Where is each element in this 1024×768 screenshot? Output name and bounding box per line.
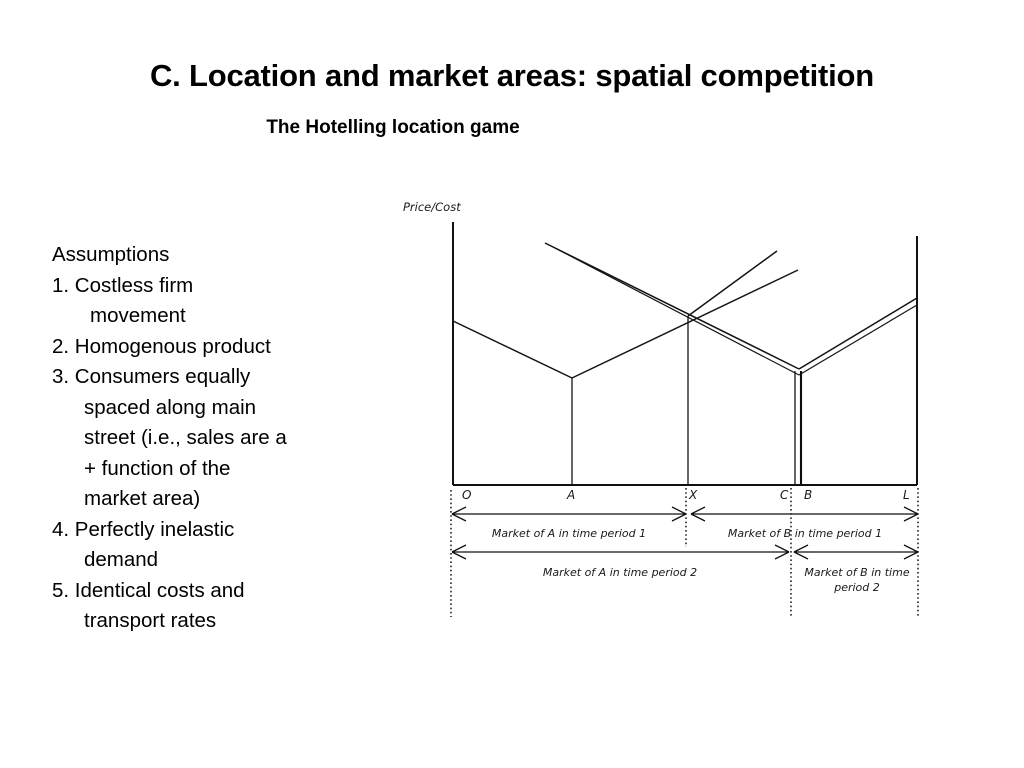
bracket-label-market-b-period-2-line1: Market of B in time — [804, 566, 909, 579]
bracket-label-market-b-period-2-line2: period 2 — [833, 581, 880, 594]
axis-point-label-c: C — [780, 488, 789, 502]
cost-line-a-right-branch — [571, 269, 799, 379]
bracket-market-a-period-2: Market of A in time period 2 — [451, 544, 790, 579]
assumption-item-3-cont-3: + function of the — [84, 456, 231, 480]
hotelling-diagram: Price/Cost O A X — [390, 185, 950, 635]
cost-line-b-right-branch-inner — [798, 304, 918, 376]
cost-line-b-right-branch-outer — [798, 297, 918, 370]
assumption-item-5-cont: transport rates — [84, 609, 217, 632]
assumption-item-3: 3. Consumers equally — [52, 365, 251, 388]
assumptions-list: Assumptions 1. Costless firm movement 2.… — [52, 240, 382, 637]
axis-point-label-o: O — [462, 488, 471, 502]
bracket-label-market-a-period-1: Market of A in time period 1 — [492, 527, 646, 540]
axis-point-label-x: X — [688, 488, 698, 502]
assumption-item-1: 1. Costless firm — [52, 273, 194, 297]
assumption-item-3-cont-1: spaced along main — [84, 395, 257, 419]
assumption-item-3-cont-2: street (i.e., sales are a — [84, 426, 287, 449]
cost-line-b-left-branch-inner — [554, 247, 800, 376]
bracket-label-market-b-period-1: Market of B in time period 1 — [728, 527, 882, 540]
assumption-item-4: 4. Perfectly inelastic — [52, 517, 235, 541]
axis-point-label-b: B — [804, 488, 812, 502]
bracket-market-a-period-1: Market of A in time period 1 — [451, 506, 687, 540]
bracket-market-b-period-1: Market of B in time period 1 — [690, 506, 919, 540]
cost-line-rising-branch — [687, 250, 778, 317]
assumption-item-3-cont-4: market area) — [84, 487, 201, 510]
assumption-item-4-cont: demand — [84, 548, 159, 571]
bracket-market-b-period-2: Market of B in time period 2 — [793, 544, 919, 594]
cost-line-a-left-branch — [452, 320, 573, 379]
y-axis-label: Price/Cost — [403, 200, 461, 214]
assumptions-heading: Assumptions — [52, 243, 170, 266]
page-title: C. Location and market areas: spatial co… — [149, 57, 875, 93]
bracket-label-market-a-period-2: Market of A in time period 2 — [543, 566, 697, 579]
cost-line-b-left-branch-outer — [544, 242, 800, 370]
axis-point-label-l: L — [903, 488, 910, 502]
assumption-item-5: 5. Identical costs and — [52, 578, 245, 602]
assumption-item-2: 2. Homogenous product — [52, 334, 271, 358]
assumption-item-1-cont: movement — [90, 304, 186, 327]
page-subtitle: The Hotelling location game — [266, 116, 520, 138]
axis-point-label-a: A — [566, 488, 575, 502]
